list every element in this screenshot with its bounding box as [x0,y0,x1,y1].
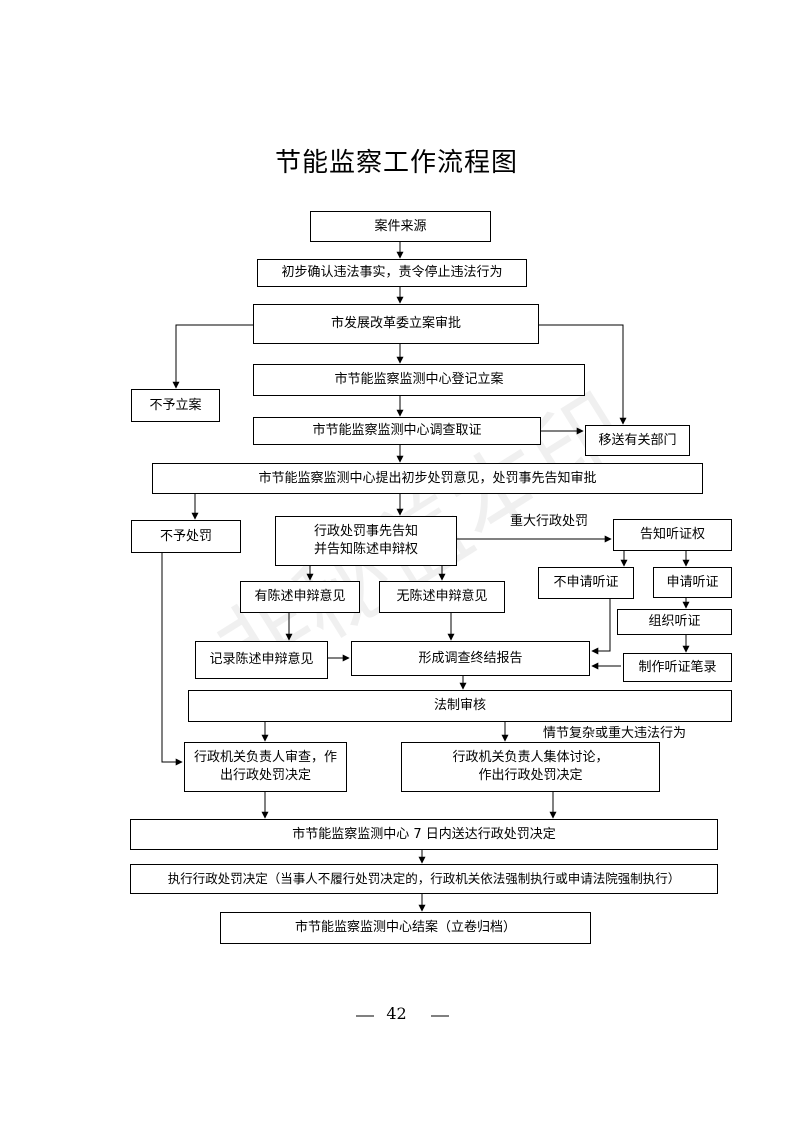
box-head-review: 行政机关负责人审查，作 出行政处罚决定 [184,742,347,792]
box-final-report: 形成调查终结报告 [351,641,590,676]
head-review-line2: 出行政处罚决定 [219,768,311,783]
page-number: 42 [386,1004,407,1023]
prior-notice-line1: 行政处罚事先告知 [313,524,418,539]
box-investigate: 市节能监察监测中心调查取证 [253,417,541,445]
box-record-defense: 记录陈述申辩意见 [195,641,328,679]
box-confirm-violation: 初步确认违法事实，责令停止违法行为 [257,259,527,287]
box-no-penalty: 不予处罚 [131,520,241,553]
arrow-approve-no-case [172,324,253,389]
collective-line2: 作出行政处罚决定 [478,768,583,783]
prior-notice-line2: 并告知陈述申辩权 [313,542,418,557]
arrow-approve-transfer [539,324,627,425]
box-execute-decision: 执行行政处罚决定（当事人不履行处罚决定的，行政机关依法强制执行或申请法院强制执行… [130,864,718,894]
label-complex-case: 情节复杂或重大违法行为 [543,726,687,741]
box-case-source: 案件来源 [310,211,491,242]
box-no-case: 不予立案 [131,389,220,422]
box-prior-notice: 行政处罚事先告知 并告知陈述申辩权 [275,516,457,566]
arrow-no-penalty-head [161,553,183,766]
box-hearing-record: 制作听证笔录 [623,653,732,682]
box-register-case: 市节能监察监测中心登记立案 [253,364,585,396]
box-legal-review: 法制审核 [188,690,732,722]
flowchart-title: 节能监察工作流程图 [274,148,518,178]
box-no-defense: 无陈述申辩意见 [379,581,505,613]
box-penalty-opinion: 市节能监察监测中心提出初步处罚意见，处罚事先告知审批 [152,463,703,494]
arrow-no-hearing-report [591,599,611,655]
box-hearing-right: 告知听证权 [613,519,732,551]
box-no-hearing: 不申请听证 [538,567,634,599]
label-major-penalty: 重大行政处罚 [510,514,589,529]
box-approve-case: 市发展改革委立案审批 [253,304,539,344]
box-organize-hearing: 组织听证 [617,609,732,635]
box-has-defense: 有陈述申辩意见 [240,581,360,613]
head-review-line1: 行政机关负责人审查，作 [193,750,337,765]
box-collective-discussion: 行政机关负责人集体讨论， 作出行政处罚决定 [401,742,660,792]
box-close-case: 市节能监察监测中心结案（立卷归档） [220,912,591,944]
box-apply-hearing: 申请听证 [653,567,732,598]
box-transfer: 移送有关部门 [585,425,690,456]
collective-line1: 行政机关负责人集体讨论， [452,750,609,765]
box-deliver-decision: 市节能监察监测中心 7 日内送达行政处罚决定 [130,819,718,850]
